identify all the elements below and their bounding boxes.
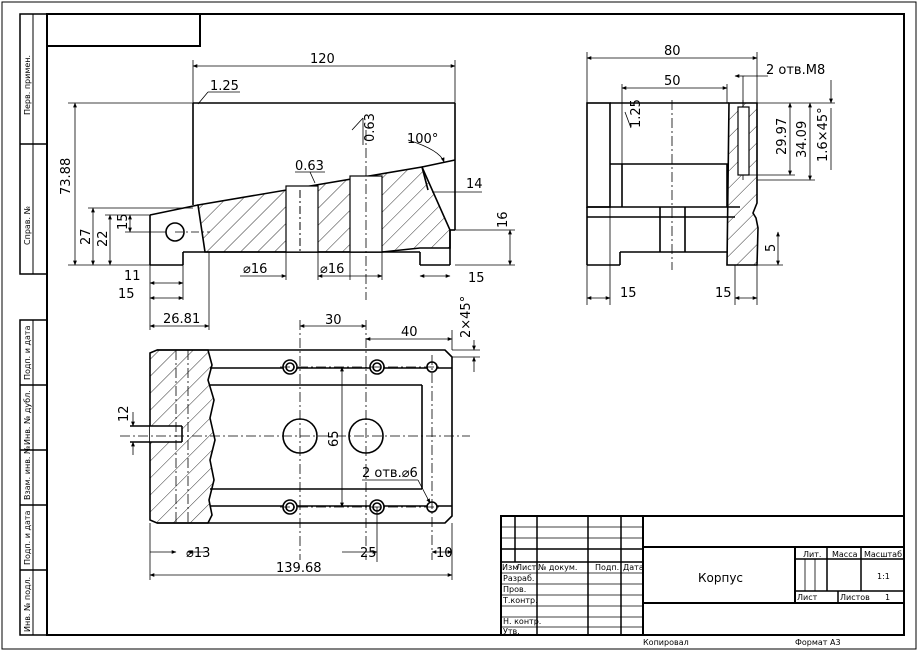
side-view-labels: 80 50 2 отв.М8 1.25 29.97 34.09 1.6×45° … [620,44,831,301]
title-block-labels: Изм Лист № докум. Подп. Дата Разраб. Про… [502,550,902,647]
side-view [586,100,759,270]
angle-100: 100° [407,132,438,147]
roughness-1-25: 1.25 [210,79,239,94]
dim-14: 14 [466,177,483,192]
top-view-labels: 30 40 2×45° 12 65 2 отв.⌀6 ⌀13 25 10 139… [117,296,474,576]
dim-15-side-a: 15 [620,286,637,301]
col-header-docnum: № докум. [538,563,577,572]
sheets-label: Листов [840,593,870,602]
dim-29-97: 29.97 [775,118,790,155]
dim-dia-16-a: ⌀16 [243,262,267,277]
roughness-0-63-b: 0.63 [295,159,324,174]
header-massa: Масса [832,550,858,559]
top-view-dimensions [131,324,480,580]
side-strip-labels: Перв. примен. Справ. № Подп. и дата Инв.… [23,55,32,632]
dim-16: 16 [496,211,511,228]
title-block [500,515,905,636]
dim-dia-16-b: ⌀16 [320,262,344,277]
row-label-utv: Утв. [503,627,520,636]
dim-22: 22 [96,230,111,247]
strip-label-3: Подп. и дата [23,325,32,380]
strip-label-1: Перв. примен. [23,55,32,115]
sheet-count: 1 [885,593,890,602]
dim-10: 10 [436,546,453,561]
dim-15-a: 15 [118,287,135,302]
dim-dia-13: ⌀13 [186,546,210,561]
dim-12: 12 [117,405,132,422]
dim-139-68: 139.68 [276,561,322,576]
dim-30: 30 [325,313,342,328]
row-label-razrab: Разраб. [503,574,534,583]
dim-34-09: 34.09 [795,121,810,158]
strip-label-5: Взам. инв. № [23,445,32,500]
col-header-date: Дата [623,563,644,572]
roughness-1-25-side: 1.25 [629,99,644,128]
row-label-nkontr: Н. контр. [503,617,541,626]
dim-11: 11 [124,269,141,284]
roughness-0-63-a: 0.63 [363,113,378,142]
sheet-label: Лист [797,593,818,602]
format-label: Формат А3 [795,638,841,647]
strip-label-4: Инв. № дубл. [23,390,32,445]
row-label-prov: Пров. [503,585,526,594]
dim-65: 65 [327,430,342,447]
chamfer-1-6x45: 1.6×45° [816,107,831,162]
dim-27: 27 [79,228,94,245]
dim-25: 25 [360,546,377,561]
dim-73-88: 73.88 [59,158,74,195]
strip-label-2: Справ. № [23,205,32,245]
dim-26-81: 26.81 [163,312,200,327]
thread-m8: 2 отв.М8 [766,63,825,78]
col-header-sign: Подп. [595,563,619,572]
front-view-dimensions [68,60,515,330]
dim-80: 80 [664,44,681,59]
dim-15-b: 15 [468,271,485,286]
row-label-tkontr: Т.контр. [502,596,538,605]
scale-value: 1:1 [877,572,890,581]
chamfer-2x45: 2×45° [459,296,474,338]
dim-40: 40 [401,325,418,340]
strip-label-7: Инв. № подл. [23,577,32,632]
col-header-list: Лист [516,563,537,572]
dim-5: 5 [764,244,779,252]
dim-15-side-b: 15 [715,286,732,301]
header-masshtab: Масштаб [864,550,902,559]
holes-2x6: 2 отв.⌀6 [362,466,418,481]
col-header-izm: Изм [502,563,518,572]
top-view [120,320,470,560]
dim-15-vertical: 15 [116,213,131,230]
dim-120: 120 [310,52,335,67]
strip-label-6: Подп. и дата [23,510,32,565]
part-name: Корпус [698,571,743,585]
copied-label: Копировал [643,638,689,647]
header-lit: Лит. [803,550,821,559]
front-view-labels: 120 1.25 73.88 0.63 100° 0.63 14 27 22 1… [59,52,511,327]
side-view-dimensions [586,52,835,305]
front-view [149,102,456,300]
dim-50: 50 [664,74,681,89]
